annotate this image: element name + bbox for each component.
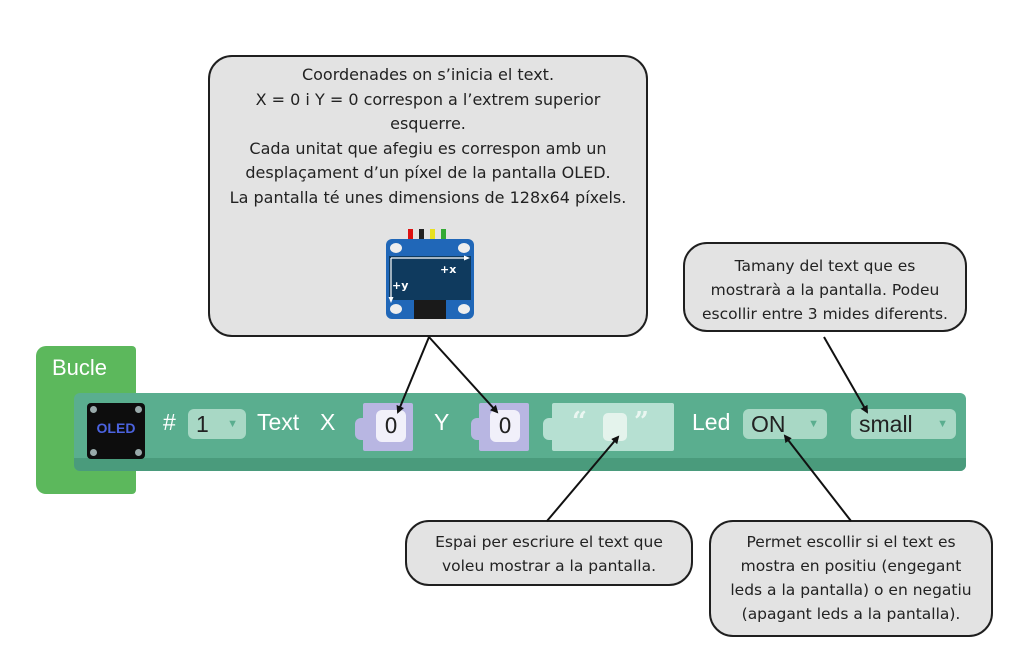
callout-line: Espai per escriure el text que: [435, 533, 663, 551]
oled-module-icon: +x +y: [386, 229, 474, 319]
callout-line: X = 0 i Y = 0 correspon a l’extrem super…: [255, 89, 601, 109]
callout-line: (apagant leds a la pantalla).: [741, 605, 961, 623]
size-value: small: [859, 411, 913, 437]
size-dropdown[interactable]: small ▼: [851, 409, 956, 439]
display-number-dropdown[interactable]: 1 ▼: [188, 409, 246, 439]
callout-line: leds a la pantalla) o en negatiu: [730, 581, 972, 599]
callout-line: Permet escollir si el text es: [746, 533, 956, 551]
callout-line: esquerre.: [390, 114, 466, 133]
callout-line: escollir entre 3 mides diferents.: [702, 305, 948, 323]
y-axis-arrowhead: [388, 297, 394, 303]
callout-line: mostrarà a la pantalla. Podeu: [710, 281, 940, 299]
arrow-to-x: [396, 336, 430, 414]
x-socket-tab: [355, 418, 365, 440]
x-input[interactable]: 0: [376, 410, 406, 442]
arrow-to-size: [823, 336, 868, 414]
dropdown-arrow-icon: ▼: [227, 418, 238, 430]
callout-line: Tamany del text que es: [734, 257, 916, 275]
loop-block-label: Bucle: [52, 355, 108, 380]
y-label: Y: [434, 409, 450, 435]
oled-icon-text: OLED: [96, 420, 136, 436]
hash-label: #: [163, 409, 176, 435]
text-socket-tab: [543, 418, 553, 440]
screen: [389, 256, 471, 300]
mount-hole: [90, 406, 97, 413]
callout-text-input: Espai per escriure el text que voleu mos…: [405, 520, 693, 586]
x-axis-arrowhead: [464, 255, 470, 261]
callout-coordinates: Coordenades on s’inicia el text. X = 0 i…: [208, 55, 648, 337]
block-shadow: [74, 458, 966, 471]
mount-hole: [90, 449, 97, 456]
axis-y-label: +y: [392, 279, 408, 292]
led-label: Led: [692, 409, 731, 435]
mount-hole: [135, 449, 142, 456]
x-label: X: [320, 409, 336, 435]
y-socket-tab: [471, 418, 481, 440]
pin-yellow: [430, 229, 435, 243]
quote-open-icon: “: [572, 407, 587, 437]
dropdown-arrow-icon: ▼: [937, 418, 948, 430]
led-dropdown[interactable]: ON ▼: [743, 409, 827, 439]
pin-green: [441, 229, 446, 243]
pin-black: [419, 229, 424, 243]
mount-hole: [458, 304, 470, 314]
mount-hole: [135, 406, 142, 413]
callout-line: mostra en positiu (engegant: [740, 557, 962, 575]
ribbon-connector: [414, 300, 446, 319]
pin-red: [408, 229, 413, 243]
callout-line: Coordenades on s’inicia el text.: [301, 65, 555, 84]
text-label: Text: [257, 409, 300, 435]
callout-line: La pantalla té unes dimensions de 128x64…: [229, 187, 627, 207]
mount-hole: [390, 243, 402, 253]
quote-close-icon: ”: [634, 407, 649, 437]
mount-hole: [458, 243, 470, 253]
axis-x-label: +x: [440, 263, 456, 276]
oled-icon: OLED: [87, 403, 145, 459]
mount-hole: [390, 304, 402, 314]
callout-size: Tamany del text que es mostrarà a la pan…: [683, 242, 967, 332]
callout-line: Cada unitat que afegiu es correspon amb …: [249, 138, 607, 158]
callout-line: desplaçament d’un píxel de la pantalla O…: [245, 163, 611, 182]
arrow-to-led: [783, 434, 852, 522]
y-input[interactable]: 0: [490, 410, 520, 442]
dropdown-arrow-icon: ▼: [808, 418, 819, 430]
arrow-to-text: [546, 435, 620, 522]
led-value: ON: [751, 411, 786, 437]
arrow-to-y: [428, 336, 499, 414]
callout-line: voleu mostrar a la pantalla.: [441, 557, 657, 575]
display-number-value: 1: [196, 411, 209, 437]
